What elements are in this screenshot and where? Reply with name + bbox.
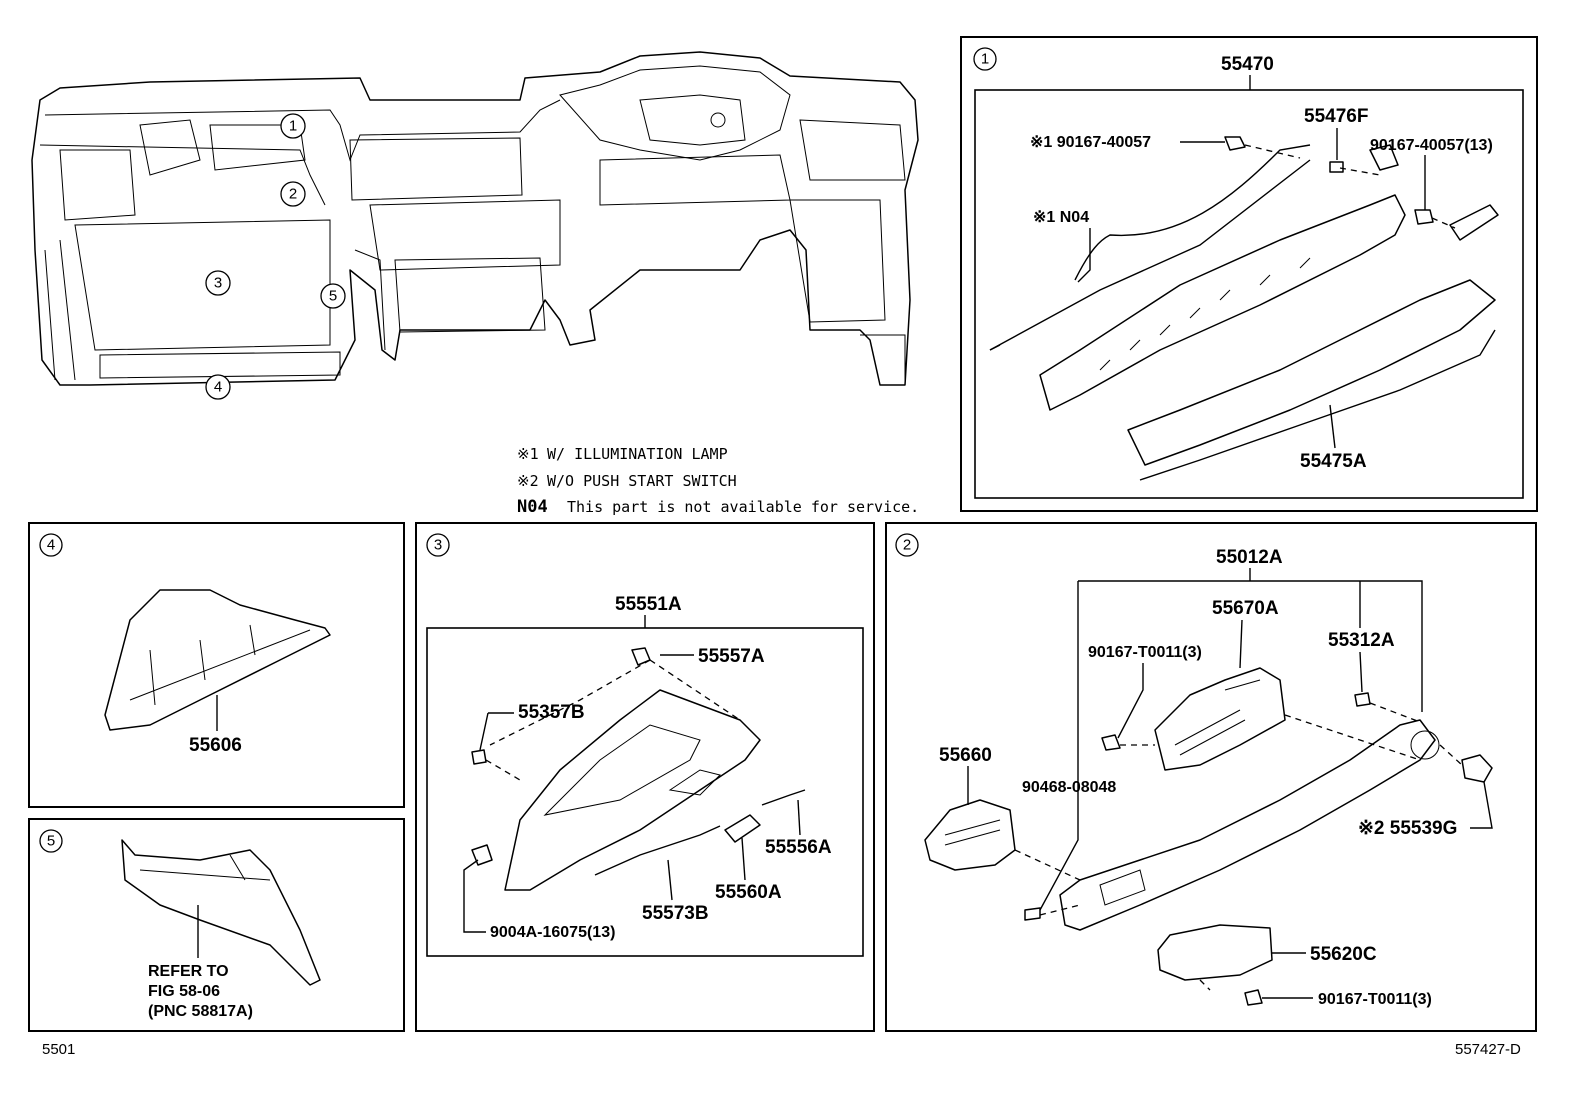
refer-line-1[interactable]: REFER TO — [148, 963, 229, 980]
refer-line-3[interactable]: (PNC 58817A) — [148, 1003, 253, 1020]
register-55620C-part — [1157, 924, 1273, 981]
register-panel-55012A-part — [1059, 719, 1436, 931]
panel-3: 3 55551A 55557A 55357B 55556A 55560A 555… — [415, 522, 875, 1032]
label-55312A[interactable]: 55312A — [1328, 630, 1395, 651]
label-55557A[interactable]: 55557A — [698, 646, 765, 667]
label-90167-40057-left[interactable]: ※1 90167-40057 — [1030, 134, 1151, 151]
label-55620C[interactable]: 55620C — [1310, 944, 1377, 965]
label-55539G[interactable]: ※2 55539G — [1358, 818, 1457, 839]
label-55476F[interactable]: 55476F — [1304, 106, 1368, 127]
panel-55606-part — [104, 589, 331, 731]
overview-callout-1-label: 1 — [289, 118, 297, 135]
note2-mark: ※2 — [517, 472, 539, 490]
label-55012A[interactable]: 55012A — [1216, 547, 1283, 568]
register-55670A-part — [1154, 667, 1286, 771]
panel-1: 1 55470 55476F ※1 90167-40057 90167-4005… — [960, 36, 1538, 512]
label-90167-40057-right[interactable]: 90167-40057(13) — [1370, 137, 1493, 154]
label-90468-08048[interactable]: 90468-08048 — [1022, 779, 1116, 796]
notes-block: ※1 W/ ILLUMINATION LAMP ※2 W/O PUSH STAR… — [517, 445, 919, 517]
instrument-panel-overview — [31, 51, 919, 386]
overview-callout-3-label: 3 — [214, 275, 222, 292]
register-55660-part — [924, 799, 1016, 871]
glove-box-door-part — [504, 689, 761, 891]
panel-55475A-part — [1127, 279, 1496, 466]
n04-text: This part is not available for service. — [567, 498, 919, 516]
footer-right-code: 557427-D — [1455, 1041, 1521, 1058]
n04-code: N04 — [517, 497, 548, 517]
overview-callout-3[interactable]: 3 — [205, 270, 231, 296]
panel-4: 4 55606 — [28, 522, 405, 808]
footer-left-code: 5501 — [42, 1041, 75, 1058]
note2-text: W/O PUSH START SWITCH — [547, 472, 737, 490]
panel-3-badge: 3 — [434, 537, 442, 554]
label-55357B[interactable]: 55357B — [518, 702, 585, 723]
overview-callout-4[interactable]: 4 — [205, 374, 231, 400]
label-55470[interactable]: 55470 — [1221, 54, 1274, 75]
label-55573B[interactable]: 55573B — [642, 903, 709, 924]
overview-callout-2-label: 2 — [289, 186, 297, 203]
garnish-retainer-part — [1039, 194, 1406, 411]
label-55606[interactable]: 55606 — [189, 735, 242, 756]
lower-panel-part — [121, 839, 321, 986]
label-55556A[interactable]: 55556A — [765, 837, 832, 858]
panel-5: 5 REFER TO FIG 58-06 (PNC 58817A) — [28, 818, 405, 1032]
note1-mark: ※1 — [517, 445, 539, 463]
label-55560A[interactable]: 55560A — [715, 882, 782, 903]
label-55670A[interactable]: 55670A — [1212, 598, 1279, 619]
label-55660[interactable]: 55660 — [939, 745, 992, 766]
panel-2: 2 55012A 55670A 55312A 90167-T0011(3) 55… — [885, 522, 1537, 1032]
overview-callout-4-label: 4 — [214, 379, 222, 396]
panel-5-badge: 5 — [47, 833, 55, 850]
overview-callout-5[interactable]: 5 — [320, 283, 346, 309]
label-9004A-16075[interactable]: 9004A-16075(13) — [490, 924, 615, 941]
overview-callout-5-label: 5 — [329, 288, 337, 305]
panel-4-badge: 4 — [47, 537, 55, 554]
refer-line-2[interactable]: FIG 58-06 — [148, 983, 220, 1000]
label-55475A[interactable]: 55475A — [1300, 451, 1367, 472]
label-55551A[interactable]: 55551A — [615, 594, 682, 615]
panel-2-badge: 2 — [903, 537, 911, 554]
overview-callout-1[interactable]: 1 — [280, 113, 306, 139]
panel-1-badge: 1 — [981, 51, 989, 68]
overview-callout-2[interactable]: 2 — [280, 181, 306, 207]
label-n04[interactable]: ※1 N04 — [1033, 209, 1089, 226]
note1-text: W/ ILLUMINATION LAMP — [547, 445, 728, 463]
label-90167-T0011-bottom[interactable]: 90167-T0011(3) — [1318, 991, 1432, 1008]
label-90167-T0011-top[interactable]: 90167-T0011(3) — [1088, 644, 1202, 661]
